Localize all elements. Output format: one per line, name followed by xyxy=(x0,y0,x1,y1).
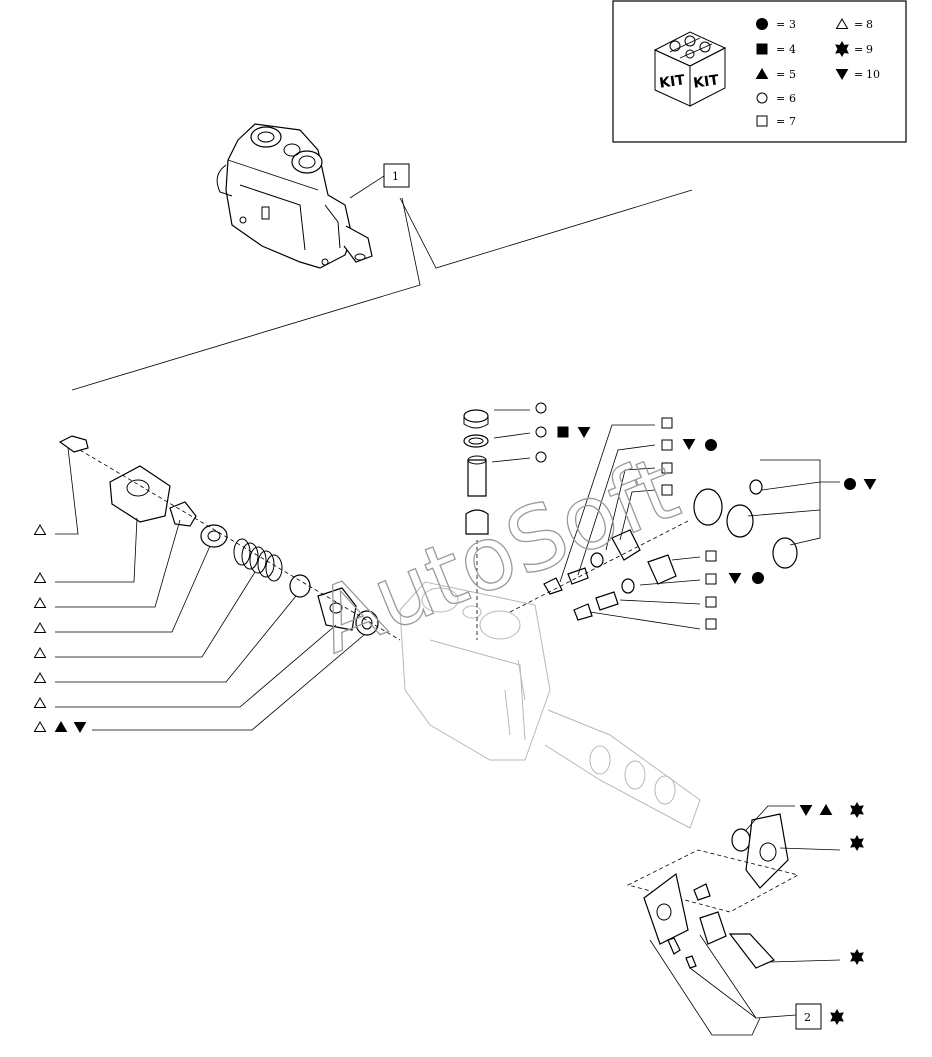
kit-icon: KIT KIT xyxy=(653,31,727,107)
svg-text:=: = xyxy=(854,43,863,56)
legend-entry-5: = 5 xyxy=(756,68,796,81)
reference-box-1: 1 xyxy=(383,163,410,188)
legend-number-4: 4 xyxy=(789,43,796,56)
legend-entry-3: = 3 xyxy=(756,18,796,31)
legend-number-5: 5 xyxy=(789,68,796,81)
svg-text:=: = xyxy=(854,68,863,81)
svg-text:=: = xyxy=(776,115,785,128)
svg-text:=: = xyxy=(776,92,785,105)
legend-entry-8: = 8 xyxy=(836,18,873,31)
kit-badge-right: KIT xyxy=(692,72,720,91)
legend-entry-4: = 4 xyxy=(756,43,796,56)
reference-box-2: 2 xyxy=(795,1003,844,1030)
reference-label-2: 2 xyxy=(804,1011,811,1024)
svg-text:=: = xyxy=(776,43,785,56)
watermark: AutoSoft xyxy=(303,436,692,673)
legend-entry-10: = 10 xyxy=(836,68,880,81)
legend-number-10: 10 xyxy=(866,68,880,81)
svg-text:=: = xyxy=(854,18,863,31)
svg-text:=: = xyxy=(776,18,785,31)
right-side-parts xyxy=(509,479,798,621)
legend-number-9: 9 xyxy=(866,43,873,56)
left-parts-stack xyxy=(58,435,401,641)
legend-number-6: 6 xyxy=(789,92,796,105)
legend-entry-7: = 7 xyxy=(756,115,796,128)
legend-entry-9: = 9 xyxy=(835,41,873,57)
legend-number-8: 8 xyxy=(866,18,873,31)
lower-right-parts xyxy=(626,813,800,969)
legend-number-7: 7 xyxy=(789,115,796,128)
legend-entry-6: = 6 xyxy=(756,92,796,105)
legend-number-3: 3 xyxy=(789,18,796,31)
overview-leader-lines xyxy=(71,175,693,391)
spring xyxy=(233,538,283,582)
valve-assembly-overview xyxy=(216,123,373,269)
kit-badge-left: KIT xyxy=(658,72,686,91)
center-top-parts xyxy=(463,409,489,640)
valve-body-ghost xyxy=(399,581,701,829)
legend-box: KIT KIT = 3 = 4 = 5 = 6 = 7 xyxy=(612,0,907,143)
svg-text:=: = xyxy=(776,68,785,81)
reference-label-1: 1 xyxy=(392,170,399,183)
leader-lines xyxy=(55,409,841,1036)
